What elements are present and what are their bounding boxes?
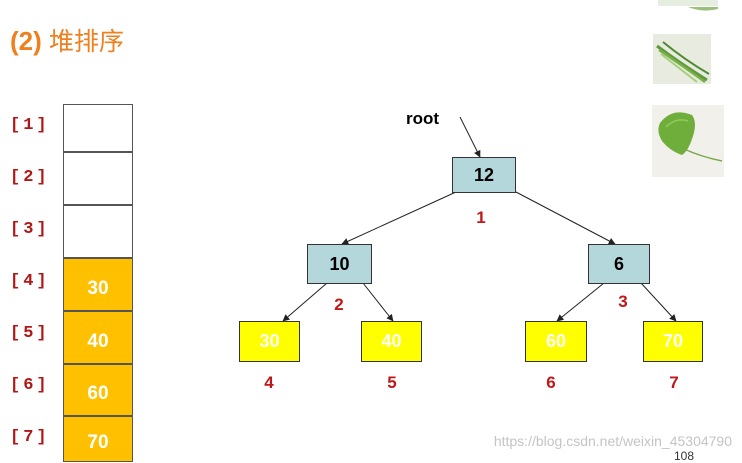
edge-2-5 — [362, 282, 394, 322]
array-index-label: [7] — [10, 428, 50, 447]
edge-2-4 — [282, 282, 328, 322]
grass-photo-icon — [653, 34, 711, 84]
page-number: 108 — [674, 449, 695, 463]
node-index-label: 7 — [669, 373, 679, 392]
node-index-label: 5 — [387, 373, 397, 392]
node-index-label: 3 — [618, 292, 628, 311]
title-number: (2) — [10, 26, 42, 56]
leaf-photo-icon — [658, 0, 718, 11]
array-cell — [63, 152, 133, 205]
node-index-label: 1 — [476, 208, 486, 227]
ginkgo-leaf-photo-icon — [652, 105, 724, 177]
tree-node-7: 70 — [643, 321, 703, 362]
array-cell-filled: 60 — [63, 364, 133, 416]
array-cell — [63, 205, 133, 258]
array-index-label: [2] — [10, 168, 50, 187]
array-cell-filled: 30 — [63, 258, 133, 311]
node-index-label: 2 — [334, 295, 344, 314]
array-index-label: [4] — [10, 272, 50, 291]
edge-3-7 — [640, 282, 677, 322]
tree-node-3: 6 — [588, 244, 650, 284]
tree-node-1: 12 — [452, 157, 516, 193]
array-index-label: [3] — [10, 220, 50, 239]
slide-title: (2) 堆排序 — [10, 22, 124, 58]
edge-1-2 — [341, 191, 457, 245]
node-index-label: 4 — [264, 373, 274, 392]
tree-node-6: 60 — [525, 321, 587, 362]
tree-node-4: 30 — [239, 321, 300, 362]
watermark: https://blog.csdn.net/weixin_45304790 — [493, 433, 732, 449]
array-cell-filled: 70 — [63, 416, 133, 462]
title-text: 堆排序 — [49, 27, 125, 56]
array-cell-filled: 40 — [63, 311, 133, 364]
root-label: root — [406, 109, 440, 128]
tree-node-2: 10 — [307, 244, 372, 284]
node-index-label: 6 — [546, 373, 556, 392]
tree-node-5: 40 — [361, 321, 422, 362]
array-index-label: [5] — [10, 324, 50, 343]
array-index-label: [1] — [10, 116, 50, 135]
array-index-label: [6] — [10, 376, 50, 395]
edge-1-3 — [515, 191, 616, 245]
root-pointer-arrow — [459, 116, 481, 158]
array-cell — [63, 104, 133, 152]
edge-3-6 — [556, 282, 605, 322]
